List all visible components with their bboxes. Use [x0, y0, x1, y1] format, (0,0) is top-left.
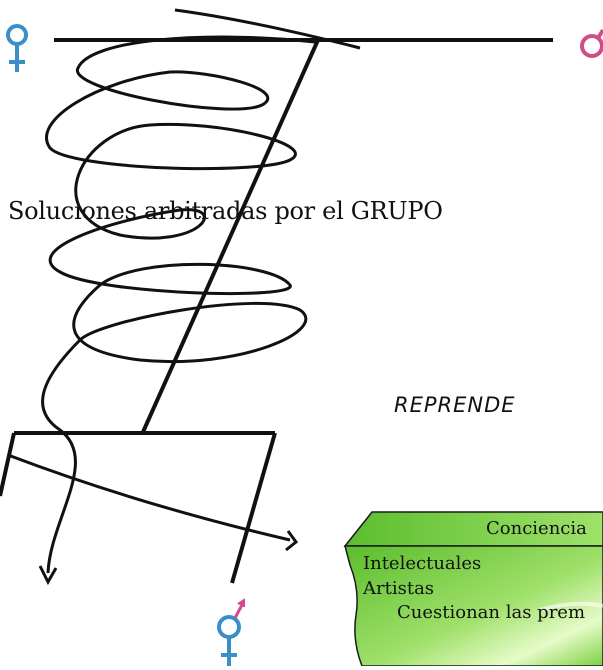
conciencia-label: Conciencia: [486, 518, 587, 539]
artistas-label: Artistas: [363, 578, 435, 599]
helix-spiral: [41, 35, 316, 574]
lower-right-arrowhead: [285, 530, 299, 552]
female-male-symbol-icon: [217, 598, 245, 666]
cuestionan-label: Cuestionan las prem: [397, 602, 586, 623]
green-box: [343, 511, 603, 667]
t-bar-right-leg: [230, 432, 277, 584]
helix-arrowhead: [38, 565, 58, 586]
reprende-label: REPRENDE: [394, 393, 516, 417]
top-crossing-line: [174, 8, 361, 50]
intelectuales-label: Intelectuales: [363, 553, 482, 574]
main-diagonal-line: [141, 39, 320, 433]
t-bar-left-leg: [0, 432, 16, 497]
soluciones-label: Soluciones arbitradas por el GRUPO: [8, 197, 443, 225]
female-symbol-icon: [6, 24, 28, 72]
lower-right-line: [7, 453, 291, 542]
male-symbol-icon: [580, 28, 603, 58]
